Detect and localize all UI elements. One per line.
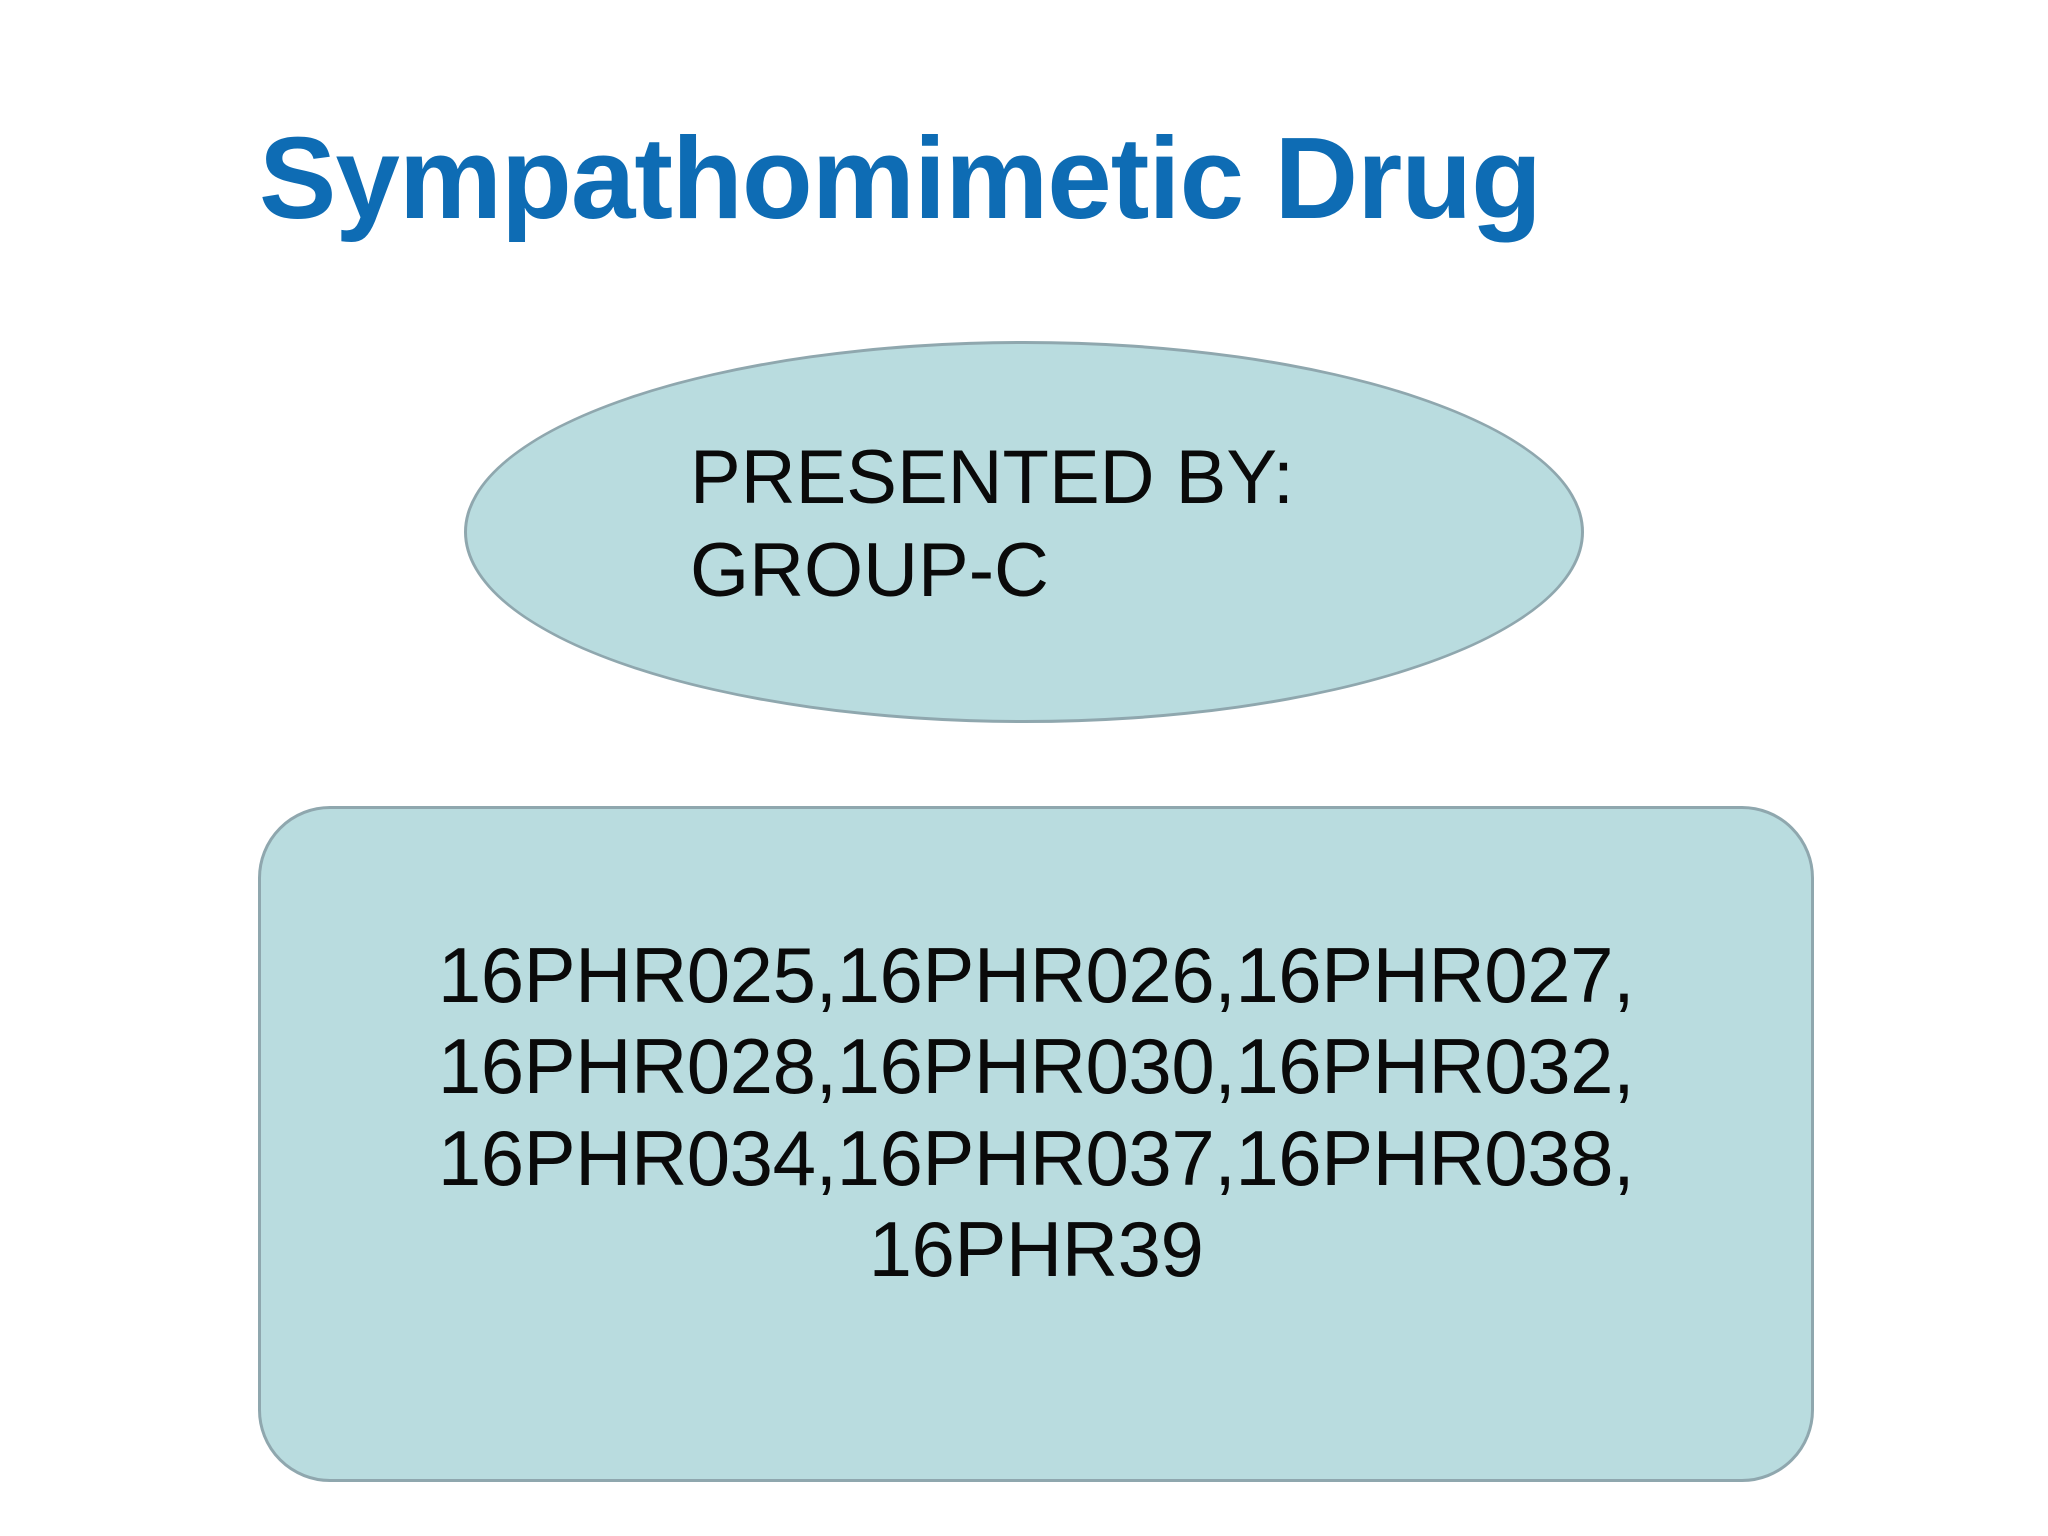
roll-numbers-line-2: 16PHR028,16PHR030,16PHR032, [437, 1022, 1635, 1111]
slide-title: Sympathomimetic Drug [259, 113, 1542, 243]
roll-numbers-rounded-rectangle [258, 806, 1814, 1482]
roll-numbers-text: 16PHR025,16PHR026,16PHR027, 16PHR028,16P… [290, 930, 1782, 1295]
presenter-ellipse-shape [464, 341, 1584, 723]
roll-numbers-line-1: 16PHR025,16PHR026,16PHR027, [437, 931, 1635, 1019]
presented-by-label: PRESENTED BY: [690, 435, 1294, 520]
roll-numbers-line-4: 16PHR39 [868, 1204, 1204, 1293]
roll-numbers-line-3: 16PHR034,16PHR037,16PHR038, [437, 1113, 1635, 1202]
group-name-label: GROUP-C [690, 527, 1049, 613]
presenter-ellipse-text: PRESENTED BY: GROUP-C [690, 432, 1590, 617]
